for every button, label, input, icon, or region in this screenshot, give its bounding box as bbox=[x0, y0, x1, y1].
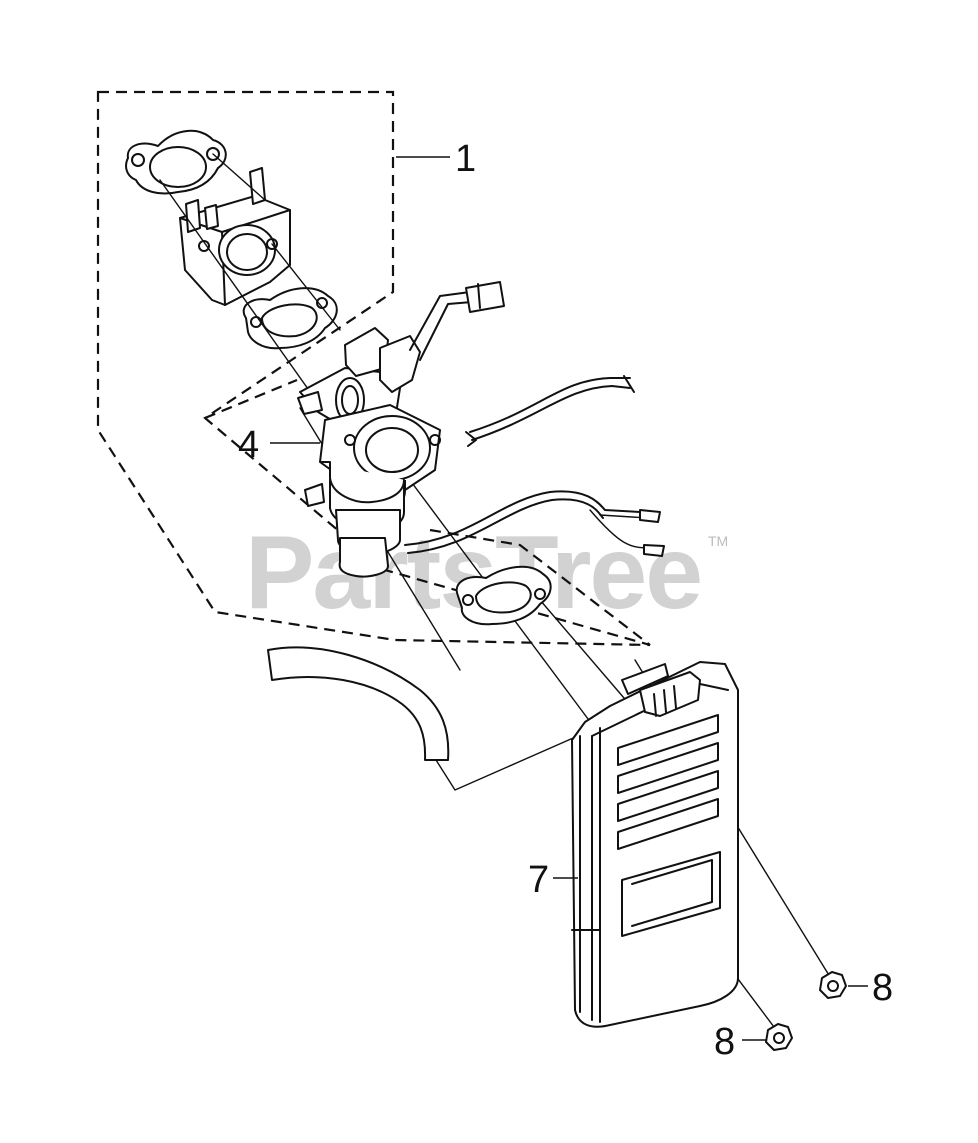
wire-harness bbox=[404, 490, 665, 557]
fuel-hose bbox=[465, 375, 635, 447]
group-4-boundary bbox=[204, 378, 651, 646]
watermark-trademark: TM bbox=[708, 533, 728, 549]
leader-lines bbox=[270, 156, 868, 1041]
callouts: 1 4 7 8 8 bbox=[238, 138, 893, 1063]
callout-8-lower: 8 bbox=[714, 1021, 735, 1063]
carburetor-gasket bbox=[242, 287, 338, 350]
callout-4: 4 bbox=[238, 424, 259, 466]
insulator-gasket bbox=[125, 129, 227, 195]
air-filter-gasket bbox=[455, 565, 552, 626]
callout-1: 1 bbox=[455, 138, 476, 180]
carburetor bbox=[297, 327, 441, 578]
nut-upper bbox=[819, 971, 847, 999]
vent-tube bbox=[409, 281, 505, 361]
callout-8-upper: 8 bbox=[872, 967, 893, 1009]
air-filter-housing bbox=[571, 661, 739, 1028]
nut-lower bbox=[765, 1023, 793, 1051]
callout-7: 7 bbox=[528, 859, 549, 901]
breather-hose bbox=[267, 646, 581, 791]
